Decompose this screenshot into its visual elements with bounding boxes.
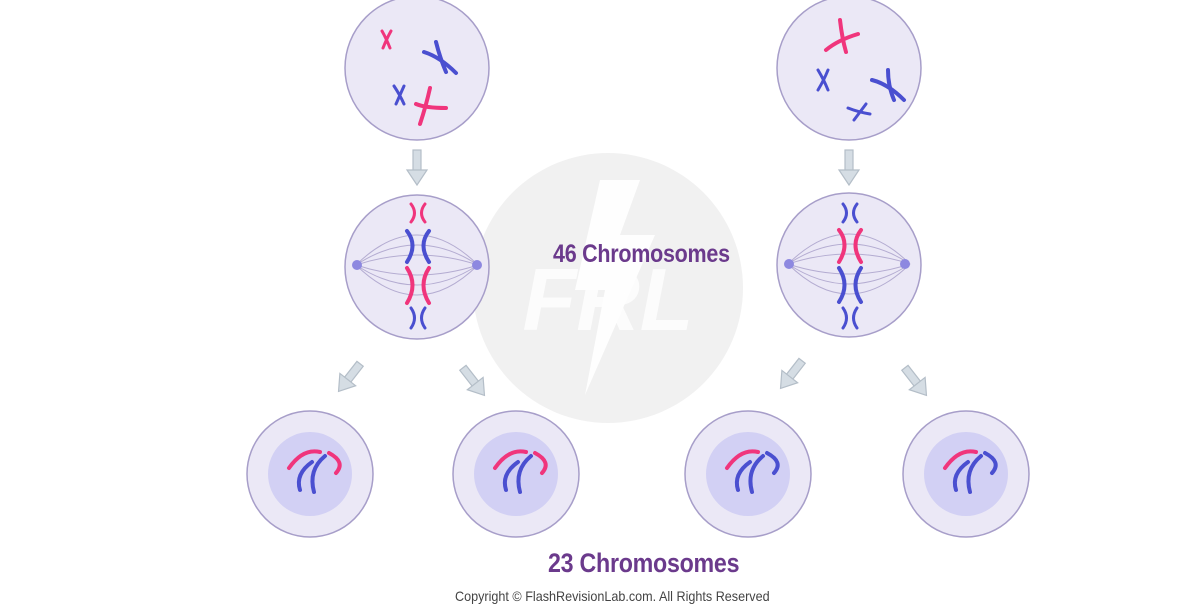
- copyright-notice: Copyright © FlashRevisionLab.com. All Ri…: [455, 588, 770, 604]
- daughter-cell: [902, 410, 1030, 538]
- spindle-fibers: [787, 233, 911, 295]
- centriole: [472, 260, 482, 270]
- arrow-diagonal-icon: [454, 361, 493, 403]
- arrow-diagonal-icon: [772, 354, 811, 396]
- spindle-fibers: [355, 234, 479, 296]
- parent-cell-right: [776, 0, 922, 141]
- chromosome-blue: [870, 68, 906, 102]
- chromosome-pink: [824, 18, 860, 54]
- daughter-cell: [684, 410, 812, 538]
- arrow-diagonal-icon: [330, 357, 369, 399]
- metaphase-cell-right: [776, 192, 922, 338]
- metaphase-cell-left: [344, 194, 490, 340]
- chromosome-pink: [414, 86, 448, 126]
- chromosome-blue: [837, 266, 863, 304]
- centriole: [900, 259, 910, 269]
- chromosome-blue: [422, 40, 458, 75]
- chromosome-pink: [380, 29, 393, 50]
- frl-watermark: FRL: [473, 153, 743, 423]
- watermark-text: FRL: [522, 250, 693, 349]
- arrow-down-icon: [838, 149, 860, 186]
- chromosome-count-label-23: 23 Chromosomes: [548, 548, 740, 578]
- arrow-diagonal-icon: [896, 361, 935, 403]
- daughter-cell: [452, 410, 580, 538]
- chromosome-blue: [392, 84, 406, 106]
- chromosome-count-label-46: 46 Chromosomes: [553, 240, 730, 268]
- centriole: [784, 259, 794, 269]
- chromosome-pink: [405, 266, 431, 305]
- chromosome-blue: [841, 306, 859, 330]
- chromosome-blue: [405, 229, 431, 264]
- chromosome-pink: [409, 202, 427, 224]
- parent-cell-left: [344, 0, 490, 141]
- chromosome-pink: [837, 228, 863, 264]
- arrow-down-icon: [406, 149, 428, 186]
- chromosome-blue: [846, 102, 872, 122]
- chromosome-blue: [841, 202, 859, 224]
- chromosome-blue: [816, 68, 830, 92]
- chromosome-blue: [409, 306, 427, 330]
- daughter-cell: [246, 410, 374, 538]
- centriole: [352, 260, 362, 270]
